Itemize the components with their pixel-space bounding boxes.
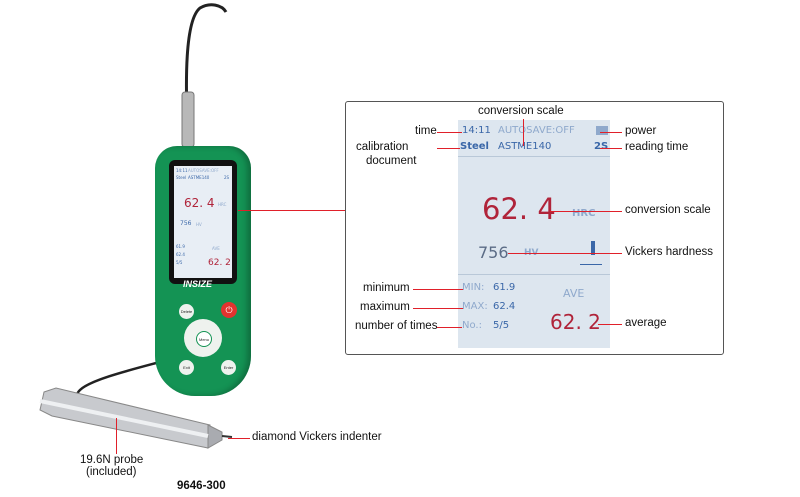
screen-reading-time: 2S bbox=[594, 141, 609, 152]
label-probe-included: (included) bbox=[86, 466, 137, 478]
leader bbox=[600, 132, 622, 133]
screen-hv-value: 756 bbox=[478, 243, 509, 262]
label-minimum: minimum bbox=[363, 282, 410, 294]
mini-ave-label: AVE bbox=[212, 246, 220, 251]
indicator-base bbox=[580, 264, 602, 265]
divider bbox=[458, 156, 610, 157]
min-value: 61.9 bbox=[493, 282, 516, 293]
mini-standard: ASTME140 bbox=[188, 175, 210, 180]
max-value: 62.4 bbox=[493, 301, 516, 312]
label-probe: 19.6N probe bbox=[80, 454, 144, 466]
leader bbox=[598, 324, 622, 325]
screen-material: Steel bbox=[460, 141, 489, 152]
mini-reading-time: 2S bbox=[224, 175, 230, 180]
leader bbox=[413, 308, 463, 309]
cable-connector bbox=[181, 91, 195, 148]
brand-logo: INSIZE bbox=[183, 279, 213, 289]
label-maximum: maximum bbox=[360, 301, 410, 313]
power-icon: ⏻ bbox=[225, 304, 233, 315]
power-button[interactable]: ⏻ bbox=[221, 302, 237, 318]
label-document: document bbox=[366, 155, 417, 167]
leader bbox=[550, 211, 622, 212]
label-indenter: diamond Vickers indenter bbox=[252, 431, 382, 443]
mini-main-unit: HRC bbox=[218, 202, 227, 207]
exit-button[interactable]: Exit bbox=[179, 360, 194, 375]
screen-main-unit: HRC bbox=[572, 208, 596, 219]
label-average: average bbox=[625, 317, 667, 329]
mini-material: Steel bbox=[176, 175, 187, 180]
leader bbox=[228, 438, 250, 439]
leader bbox=[600, 148, 622, 149]
screen-autosave: AUTOSAVE:OFF bbox=[498, 125, 575, 136]
battery-icon bbox=[596, 126, 608, 135]
label-calibration: calibration bbox=[356, 141, 409, 153]
label-conversion-scale-top: conversion scale bbox=[478, 105, 564, 117]
mini-max: 62.4 bbox=[176, 252, 185, 257]
min-label: MIN: bbox=[462, 282, 485, 293]
max-label: MAX: bbox=[462, 301, 488, 312]
model-number: 9646-300 bbox=[177, 480, 226, 492]
leader bbox=[437, 132, 462, 133]
no-label: No.: bbox=[462, 320, 482, 331]
label-number-of-times: number of times bbox=[355, 320, 438, 332]
leader bbox=[437, 327, 462, 328]
label-power: power bbox=[625, 125, 657, 137]
label-time: time bbox=[415, 125, 437, 137]
menu-button[interactable]: Menu bbox=[196, 331, 212, 347]
mini-autosave: AUTOSAVE:OFF bbox=[188, 168, 219, 173]
probe-lead bbox=[75, 360, 161, 402]
leader bbox=[437, 148, 460, 149]
hardness-tester-device: 14:11 AUTOSAVE:OFF Steel ASTME140 2S 62.… bbox=[155, 146, 251, 396]
mini-ave-value: 62. 2 bbox=[208, 258, 231, 268]
screen-main-value: 62. 4 bbox=[482, 192, 556, 226]
mini-no: 5/5 bbox=[176, 260, 183, 265]
device-screen-bezel: 14:11 AUTOSAVE:OFF Steel ASTME140 2S 62.… bbox=[169, 160, 237, 284]
mini-main-value: 62. 4 bbox=[184, 196, 215, 210]
screen-standard: ASTME140 bbox=[498, 141, 552, 152]
bar-indicator bbox=[591, 241, 595, 255]
ave-label: AVE bbox=[563, 287, 585, 300]
label-reading-time: reading time bbox=[625, 141, 689, 153]
mini-hv-value: 756 bbox=[180, 220, 192, 227]
device-screen: 14:11 AUTOSAVE:OFF Steel ASTME140 2S 62.… bbox=[174, 166, 232, 278]
no-value: 5/5 bbox=[493, 320, 510, 331]
screen-time: 14:11 bbox=[462, 125, 491, 136]
mini-hv-unit: HV bbox=[196, 222, 202, 227]
direction-pad[interactable]: Menu bbox=[184, 319, 222, 357]
enter-button[interactable]: Enter bbox=[221, 360, 236, 375]
leader bbox=[508, 253, 622, 254]
probe bbox=[39, 387, 233, 449]
label-vickers-hardness: Vickers hardness bbox=[625, 246, 713, 258]
leader bbox=[523, 119, 524, 146]
leader-device-to-callout bbox=[238, 210, 345, 211]
delete-button[interactable]: Delete bbox=[179, 304, 194, 319]
ave-value: 62. 2 bbox=[550, 310, 601, 334]
divider bbox=[458, 274, 610, 275]
mini-min: 61.9 bbox=[176, 244, 185, 249]
label-conversion-scale: conversion scale bbox=[625, 204, 711, 216]
screen-callout bbox=[345, 101, 724, 355]
leader bbox=[116, 418, 117, 454]
mini-time: 14:11 bbox=[176, 168, 188, 173]
enlarged-screen: 14:11 AUTOSAVE:OFF Steel ASTME140 2S 62.… bbox=[458, 120, 610, 348]
leader bbox=[413, 289, 463, 290]
